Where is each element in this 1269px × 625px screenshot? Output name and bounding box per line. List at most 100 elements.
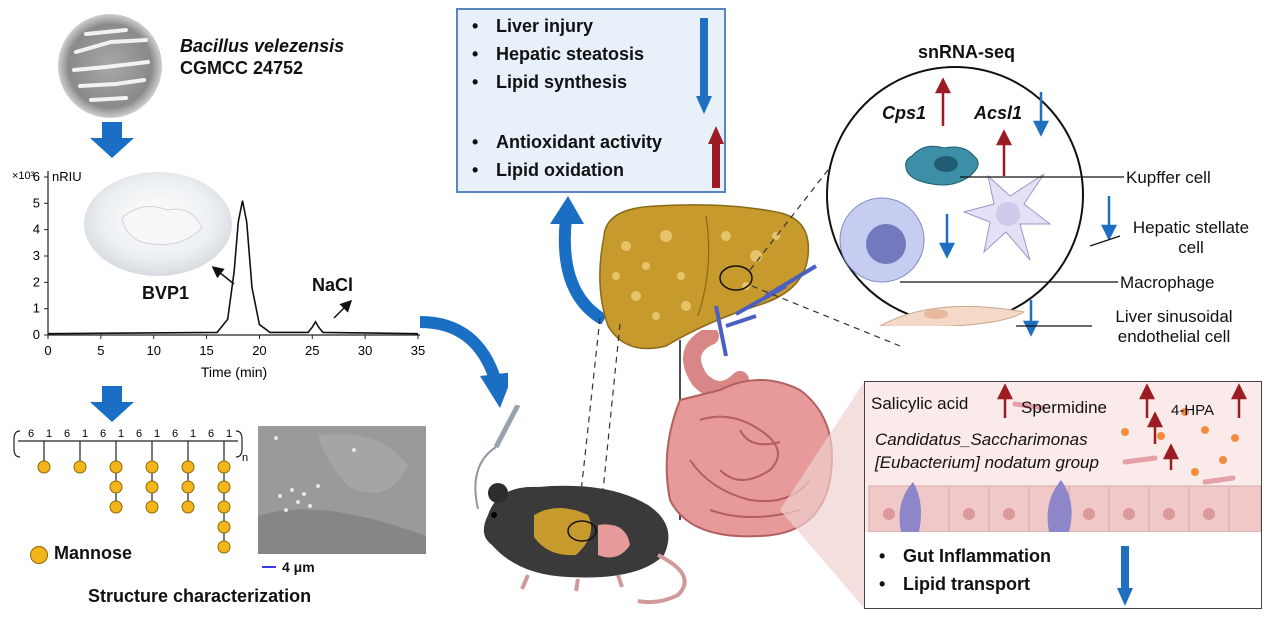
mannose-residue	[181, 460, 195, 474]
liver-down-item-text: Hepatic steatosis	[496, 44, 645, 64]
zoom-funnel	[780, 382, 864, 608]
down-arrow-icon	[90, 122, 134, 163]
mannose-residue	[145, 480, 159, 494]
bacteria-colony-image	[56, 12, 164, 120]
x-tick-label: 10	[146, 343, 160, 358]
cell-label-lsec-text: Liver sinusoidal endothelial cell	[1115, 307, 1233, 346]
taxon-saccharimonas: Candidatus_Saccharimonas	[875, 430, 1088, 449]
gut-down-item-0: Gut Inflammation	[879, 546, 1051, 567]
bvp1-powder-image	[82, 170, 234, 278]
gene-acsl1: Acsl1	[974, 103, 1023, 123]
annotation-arrows	[211, 266, 353, 319]
liver-down-item-0: Liver injury	[472, 16, 593, 37]
y-unit: nRIU	[52, 169, 82, 184]
linkage-label: 6	[100, 428, 106, 440]
y-tick-label: 5	[33, 195, 40, 210]
gut-epithelium	[865, 382, 1261, 608]
x-tick-label: 5	[97, 343, 104, 358]
linkage-label: 1	[82, 428, 88, 440]
cell-label-kupffer: Kupffer cell	[1126, 168, 1211, 187]
mannose-residue	[181, 480, 195, 494]
liver-up-item-text: Lipid oxidation	[496, 160, 624, 180]
x-tick-label: 35	[411, 343, 425, 358]
liver-down-item-text: Lipid synthesis	[496, 72, 628, 92]
mannose-residue	[217, 500, 231, 514]
snrna-title: snRNA-seq	[918, 42, 1016, 62]
linkage-label: 1	[46, 428, 52, 440]
liver-illustration	[599, 204, 818, 357]
mouse-illustration	[474, 405, 687, 605]
gut-down-item-text: Lipid transport	[903, 574, 1030, 594]
mannose-residue	[145, 500, 159, 514]
structure-caption: Structure characterization	[88, 586, 312, 606]
sem-image	[258, 426, 426, 554]
x-tick-label: 25	[305, 343, 319, 358]
liver-down-item-text: Liver injury	[496, 16, 594, 36]
linkage-label: 6	[64, 428, 70, 440]
y-tick-label: 3	[33, 248, 40, 263]
linkage-label: 1	[118, 428, 124, 440]
down-arrow-icon	[1117, 546, 1133, 606]
gene-cps1: Cps1	[882, 103, 927, 123]
linkage-label: 6	[172, 428, 178, 440]
cell-label-stellate-text: Hepatic stellate cell	[1132, 218, 1250, 257]
x-tick-label: 30	[358, 343, 372, 358]
mannose-residue	[217, 540, 231, 554]
gut-up-arrows	[996, 383, 1248, 470]
x-tick-label: 15	[199, 343, 213, 358]
taxon-eubacterium: [Eubacterium] nodatum group	[875, 453, 1099, 473]
repeat-n: n	[242, 452, 248, 464]
linkage-label: 1	[226, 428, 232, 440]
mannose-residue	[217, 480, 231, 494]
liver-down-item-1: Hepatic steatosis	[472, 44, 644, 65]
linkage-label: 6	[136, 428, 142, 440]
chromatogram-line	[47, 200, 419, 335]
mannose-residue	[109, 500, 123, 514]
y-tick-label: 0	[33, 327, 40, 342]
flow-arrow-icon	[419, 316, 508, 408]
linkage-label: 6	[28, 428, 34, 440]
metabolite-spermidine: Spermidine	[1021, 398, 1107, 417]
mannose-residue	[109, 480, 123, 494]
metabolite-4hpa: 4-HPA	[1171, 402, 1215, 419]
liver-effects-box: Liver injuryHepatic steatosisLipid synth…	[456, 8, 726, 193]
snrna-circle	[826, 66, 1084, 326]
scale-bar-icon	[262, 566, 276, 568]
scale-bar-label: 4 μm	[282, 559, 315, 575]
liver-up-item-text: Antioxidant activity	[496, 132, 663, 152]
y-multiplier: ×10³	[12, 170, 35, 182]
mannose-legend-label: Mannose	[54, 543, 133, 563]
mannose-residue	[73, 460, 87, 474]
mannose-residue	[109, 460, 123, 474]
up-arrow-icon	[708, 126, 724, 188]
taxon-eubacterium-text: [Eubacterium] nodatum group	[875, 453, 1099, 472]
strain-accession: CGMCC 24752	[180, 58, 304, 78]
mannose-residue	[145, 460, 159, 474]
y-tick-label: 4	[33, 222, 40, 237]
gut-effects-box: Salicylic acid Spermidine 4-HPA Candidat…	[864, 381, 1262, 609]
liver-up-item-0: Antioxidant activity	[472, 132, 662, 153]
liver-up-item-1: Lipid oxidation	[472, 160, 624, 181]
linkage-label: 1	[154, 428, 160, 440]
linkage-label: 1	[190, 428, 196, 440]
down-arrow-icon	[90, 386, 134, 427]
liver-down-item-2: Lipid synthesis	[472, 72, 627, 93]
down-arrow-icon	[696, 18, 712, 114]
cell-label-lsec: Liver sinusoidal endothelial cell	[1094, 307, 1254, 347]
species-name: Bacillus velezensis	[180, 36, 345, 56]
linkage-label: 6	[208, 428, 214, 440]
mannose-residue	[37, 460, 51, 474]
mannose-legend-icon	[30, 546, 48, 564]
peak-label-nacl: NaCl	[312, 275, 354, 295]
gut-down-item-1: Lipid transport	[879, 574, 1030, 595]
x-tick-label: 20	[252, 343, 266, 358]
mannose-residue	[217, 460, 231, 474]
y-tick-label: 2	[33, 274, 40, 289]
mannose-residue	[181, 500, 195, 514]
y-tick-label: 6	[33, 169, 40, 184]
x-tick-label: 0	[44, 343, 51, 358]
cell-label-stellate: Hepatic stellate cell	[1126, 218, 1256, 258]
